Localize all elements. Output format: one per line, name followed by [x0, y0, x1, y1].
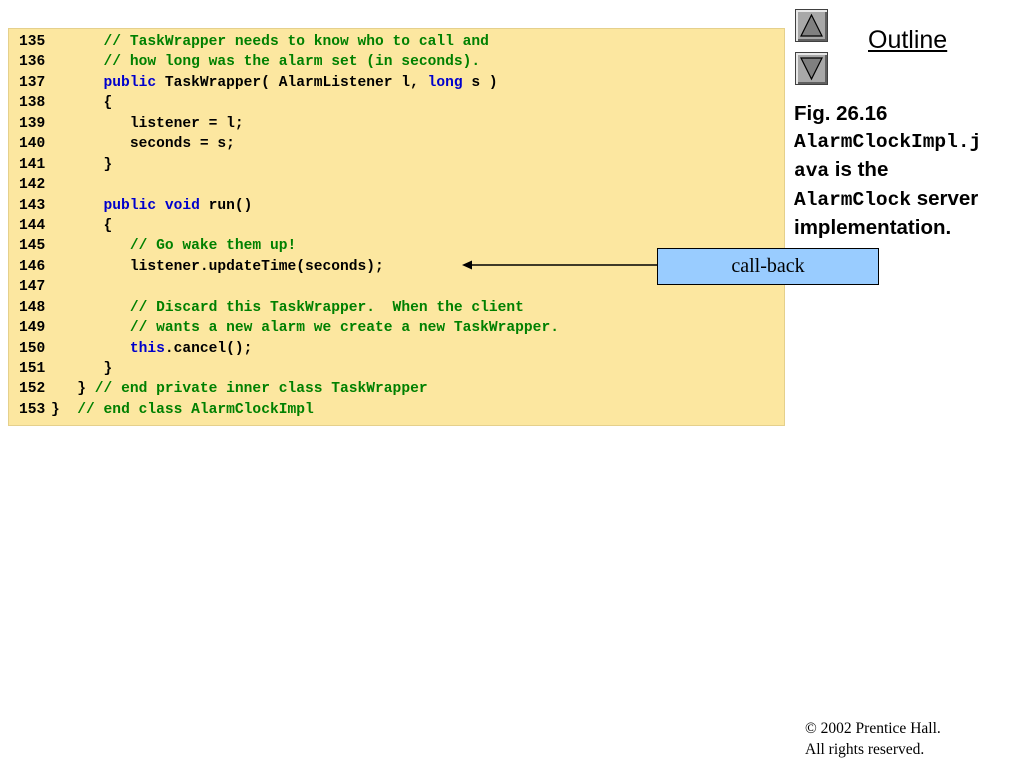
line-number: 144	[19, 217, 46, 234]
code-keyword: long	[427, 74, 463, 91]
code-text	[51, 320, 130, 336]
code-line: 151 }	[19, 359, 559, 379]
code-listing: 135 // TaskWrapper needs to know who to …	[19, 32, 559, 420]
line-number: 150	[19, 340, 46, 357]
code-keyword: public	[103, 197, 157, 214]
caption-filename-part1: AlarmClockImpl.j	[794, 131, 982, 153]
line-number: 152	[19, 381, 46, 398]
caption-server-word: server	[911, 187, 979, 210]
code-line: 147	[19, 277, 559, 297]
code-text	[51, 238, 130, 254]
line-number: 153	[19, 401, 46, 418]
line-number: 147	[19, 279, 46, 296]
code-line: 141 }	[19, 155, 559, 175]
line-number: 137	[19, 74, 46, 91]
code-panel: 135 // TaskWrapper needs to know who to …	[8, 28, 785, 426]
line-number: 145	[19, 238, 46, 255]
line-number: 141	[19, 156, 46, 173]
line-number: 148	[19, 299, 46, 316]
next-slide-button[interactable]	[795, 52, 828, 85]
code-line: 145 // Go wake them up!	[19, 236, 559, 256]
copyright-notice: © 2002 Prentice Hall. All rights reserve…	[805, 718, 941, 760]
caption-implementation: implementation.	[794, 216, 952, 239]
code-text: {	[51, 217, 113, 234]
code-comment: // end class AlarmClockImpl	[77, 401, 314, 418]
line-number: 140	[19, 136, 46, 153]
code-comment: // TaskWrapper needs to know who to call…	[103, 34, 489, 50]
code-line: 144 {	[19, 216, 559, 236]
code-comment: // end private inner class TaskWrapper	[94, 381, 428, 398]
code-comment: // Discard this TaskWrapper. When the cl…	[129, 299, 524, 316]
code-text: listener.updateTime(seconds);	[51, 258, 384, 275]
code-line: 153} // end class AlarmClockImpl	[19, 400, 559, 420]
copyright-line-1: 2002 Prentice Hall.	[816, 720, 941, 737]
code-keyword: void	[164, 197, 200, 214]
previous-slide-button[interactable]	[795, 9, 828, 42]
line-number: 143	[19, 197, 46, 214]
line-number: 142	[19, 177, 46, 194]
code-text: listener = l;	[51, 115, 244, 132]
line-number: 151	[19, 361, 46, 377]
code-text	[51, 54, 104, 70]
code-text	[51, 341, 130, 357]
figure-number: Fig. 26.16	[794, 102, 888, 125]
code-text	[51, 34, 104, 50]
callback-callout: call-back	[657, 248, 879, 285]
code-text: seconds = s;	[51, 136, 235, 153]
code-text	[51, 198, 104, 214]
line-number: 139	[19, 115, 46, 132]
code-text	[51, 300, 130, 316]
caption-filename-part2: ava	[794, 160, 830, 182]
caption-is-the: is the	[829, 158, 889, 181]
code-text: TaskWrapper( AlarmListener l,	[156, 74, 428, 91]
code-text	[51, 75, 104, 91]
code-text	[156, 198, 165, 214]
code-line: 150 this.cancel();	[19, 339, 559, 359]
code-keyword: this	[129, 340, 165, 357]
line-number: 146	[19, 258, 46, 275]
line-number: 136	[19, 54, 46, 71]
line-number: 149	[19, 320, 46, 337]
code-comment: // how long was the alarm set (in second…	[103, 54, 481, 71]
code-line: 138 {	[19, 93, 559, 113]
code-line: 135 // TaskWrapper needs to know who to …	[19, 32, 559, 52]
code-line: 149 // wants a new alarm we create a new…	[19, 318, 559, 338]
code-text: .cancel();	[164, 340, 253, 357]
code-line: 137 public TaskWrapper( AlarmListener l,…	[19, 73, 559, 93]
code-line: 146 listener.updateTime(seconds);	[19, 257, 559, 277]
code-line: 148 // Discard this TaskWrapper. When th…	[19, 298, 559, 318]
code-text: }	[51, 401, 78, 418]
code-text: }	[51, 381, 95, 398]
code-comment: // Go wake them up!	[129, 238, 297, 255]
code-comment: // wants a new alarm we create a new Tas…	[129, 320, 559, 337]
figure-caption: Fig. 26.16 AlarmClockImpl.j ava is the A…	[794, 100, 1020, 241]
code-line: 139 listener = l;	[19, 114, 559, 134]
line-number: 135	[19, 34, 46, 50]
code-text: }	[51, 361, 113, 377]
copyright-line-2: All rights reserved.	[805, 741, 925, 758]
code-text: }	[51, 156, 113, 173]
code-line: 140 seconds = s;	[19, 134, 559, 154]
outline-link[interactable]: Outline	[868, 26, 948, 54]
triangle-down-icon	[800, 57, 823, 81]
triangle-up-icon	[800, 13, 823, 37]
caption-server-class: AlarmClock	[794, 189, 912, 211]
callout-label: call-back	[731, 255, 805, 277]
code-line: 142	[19, 175, 559, 195]
code-text: run()	[199, 197, 253, 214]
code-line: 152 } // end private inner class TaskWra…	[19, 379, 559, 399]
code-text: s )	[462, 74, 498, 91]
code-line: 143 public void run()	[19, 196, 559, 216]
copyright-symbol: ©	[805, 720, 817, 737]
line-number: 138	[19, 95, 46, 112]
code-keyword: public	[103, 74, 157, 91]
code-line: 136 // how long was the alarm set (in se…	[19, 52, 559, 72]
code-text: {	[51, 95, 113, 112]
